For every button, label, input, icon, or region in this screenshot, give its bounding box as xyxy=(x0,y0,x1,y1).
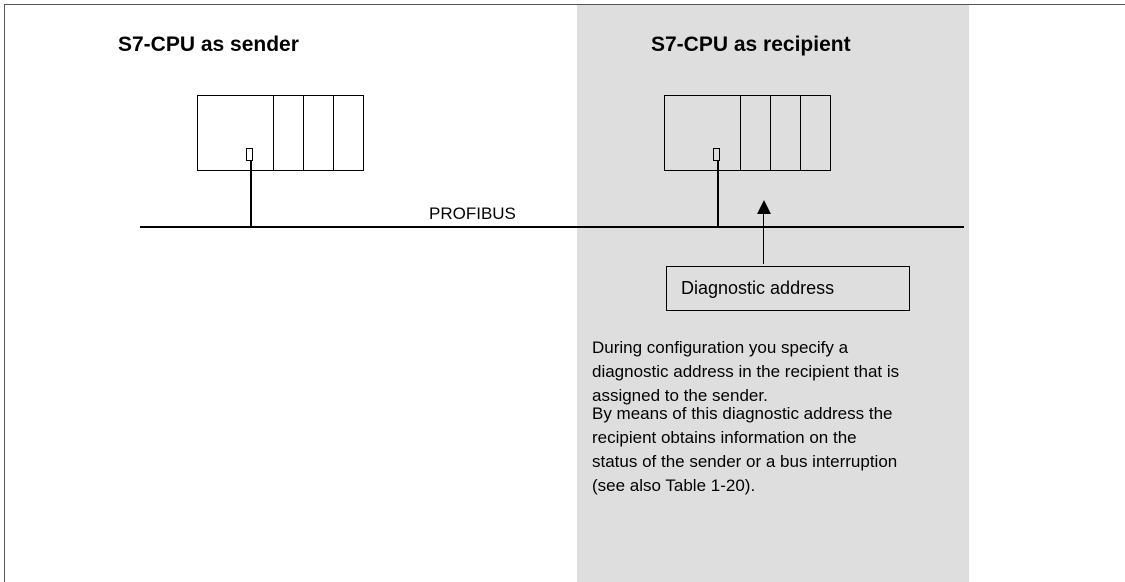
diagnostic-address-box: Diagnostic address xyxy=(666,266,910,311)
recipient-cpu-rack xyxy=(664,95,831,171)
description-line: diagnostic address in the recipient that… xyxy=(592,362,900,381)
profibus-line xyxy=(140,226,964,228)
sender-slot-divider xyxy=(303,96,304,170)
sender-bus-connection-line xyxy=(250,160,252,227)
description-line: assigned to the sender. xyxy=(592,386,768,405)
description-line: During configuration you specify a xyxy=(592,338,849,357)
recipient-title: S7-CPU as recipient xyxy=(651,33,851,56)
arrow-up-icon xyxy=(757,200,771,214)
description-line: (see also Table 1-20). xyxy=(592,476,756,495)
recipient-slot-divider xyxy=(740,96,741,170)
profibus-label: PROFIBUS xyxy=(429,204,516,223)
description-line: status of the sender or a bus interrupti… xyxy=(592,452,898,471)
recipient-shaded-area xyxy=(577,5,969,582)
recipient-port-connector xyxy=(713,148,720,161)
sender-cpu-rack xyxy=(197,95,364,171)
frame-top-border xyxy=(4,4,1125,5)
recipient-bus-connection-line xyxy=(717,160,719,227)
description-line: recipient obtains information on the xyxy=(592,428,857,447)
sender-port-connector xyxy=(246,148,253,161)
description-paragraph-2: By means of this diagnostic address the … xyxy=(592,402,972,498)
frame-left-border xyxy=(4,4,5,582)
description-line: By means of this diagnostic address the xyxy=(592,404,893,423)
recipient-slot-divider xyxy=(800,96,801,170)
diagnostic-arrow-shaft xyxy=(763,212,764,264)
sender-slot-divider xyxy=(333,96,334,170)
sender-slot-divider xyxy=(273,96,274,170)
description-paragraph-1: During configuration you specify a diagn… xyxy=(592,336,972,408)
sender-title: S7-CPU as sender xyxy=(118,33,299,56)
recipient-slot-divider xyxy=(770,96,771,170)
